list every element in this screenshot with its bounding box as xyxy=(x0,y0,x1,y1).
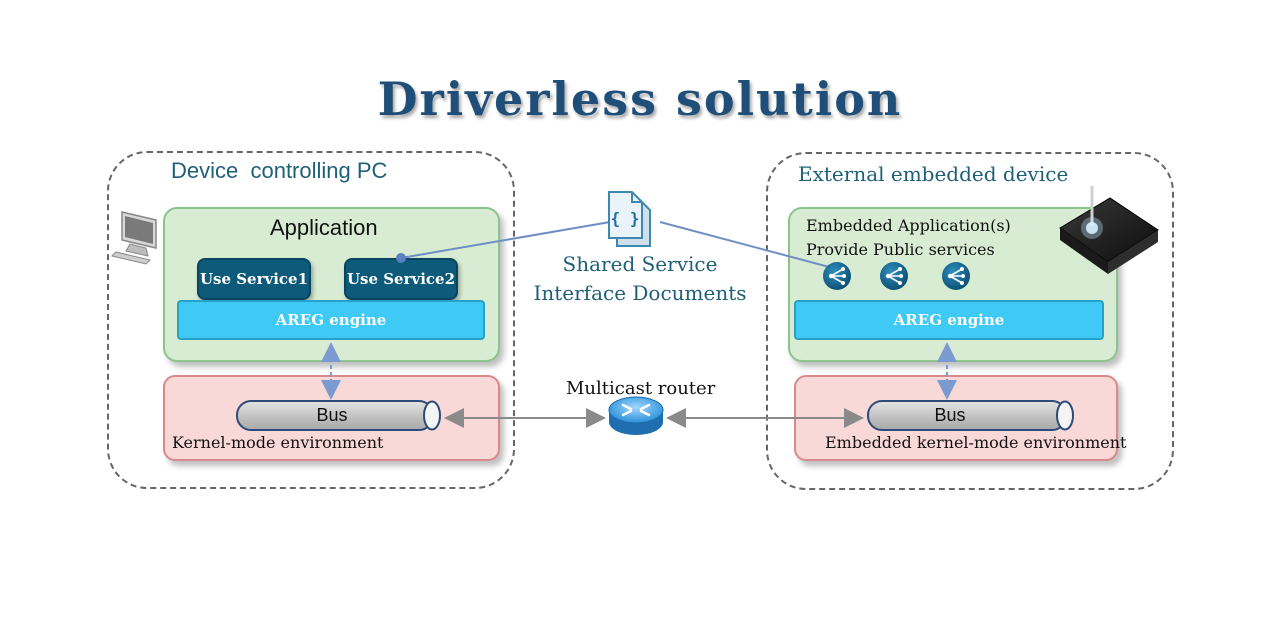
public-service-icon-2 xyxy=(880,262,908,290)
service2-to-docs-connector xyxy=(400,221,611,259)
embedded-device-icon xyxy=(1059,186,1159,274)
pc-group xyxy=(107,151,515,489)
public-service-icon-3 xyxy=(942,262,970,290)
public-service-icon-1 xyxy=(823,262,851,290)
shared-docs-line2: Interface Documents xyxy=(533,281,747,305)
embedded-bus-label: Bus xyxy=(934,405,965,425)
page-title: Driverless solution xyxy=(377,72,903,126)
embedded-group-label: External embedded device xyxy=(798,162,1069,186)
use-service2-box: Use Service2 xyxy=(344,258,458,300)
embedded-application-line2: Provide Public services xyxy=(806,240,995,259)
pc-kernel-label: Kernel-mode environment xyxy=(172,433,384,452)
embedded-bus-pipe: Bus xyxy=(867,400,1074,431)
embedded-application-line1: Embedded Application(s) xyxy=(806,216,1011,235)
pc-application-title: Application xyxy=(270,215,378,240)
pc-bus-pipe: Bus xyxy=(236,400,441,431)
embedded-group xyxy=(766,152,1174,490)
embedded-kernel-label: Embedded kernel-mode environment xyxy=(825,433,1127,452)
shared-document-icon-glyph: { } xyxy=(611,209,640,228)
shared-docs-line1: Shared Service xyxy=(562,252,718,276)
embedded-areg-engine: AREG engine xyxy=(794,300,1104,340)
computer-icon xyxy=(111,211,157,265)
docs-to-embedded-service-connector xyxy=(659,221,834,269)
shared-docs-label: Shared Service Interface Documents xyxy=(520,250,760,308)
pc-areg-engine: AREG engine xyxy=(177,300,485,340)
router-label: Multicast router xyxy=(566,378,716,399)
shared-document-icon: { } xyxy=(608,191,651,247)
pc-group-label: Device controlling PC xyxy=(171,158,388,183)
use-service1-box: Use Service1 xyxy=(197,258,311,300)
router-icon xyxy=(608,396,664,435)
pc-bus-label: Bus xyxy=(316,405,347,425)
service2-connector-dot xyxy=(396,253,406,263)
